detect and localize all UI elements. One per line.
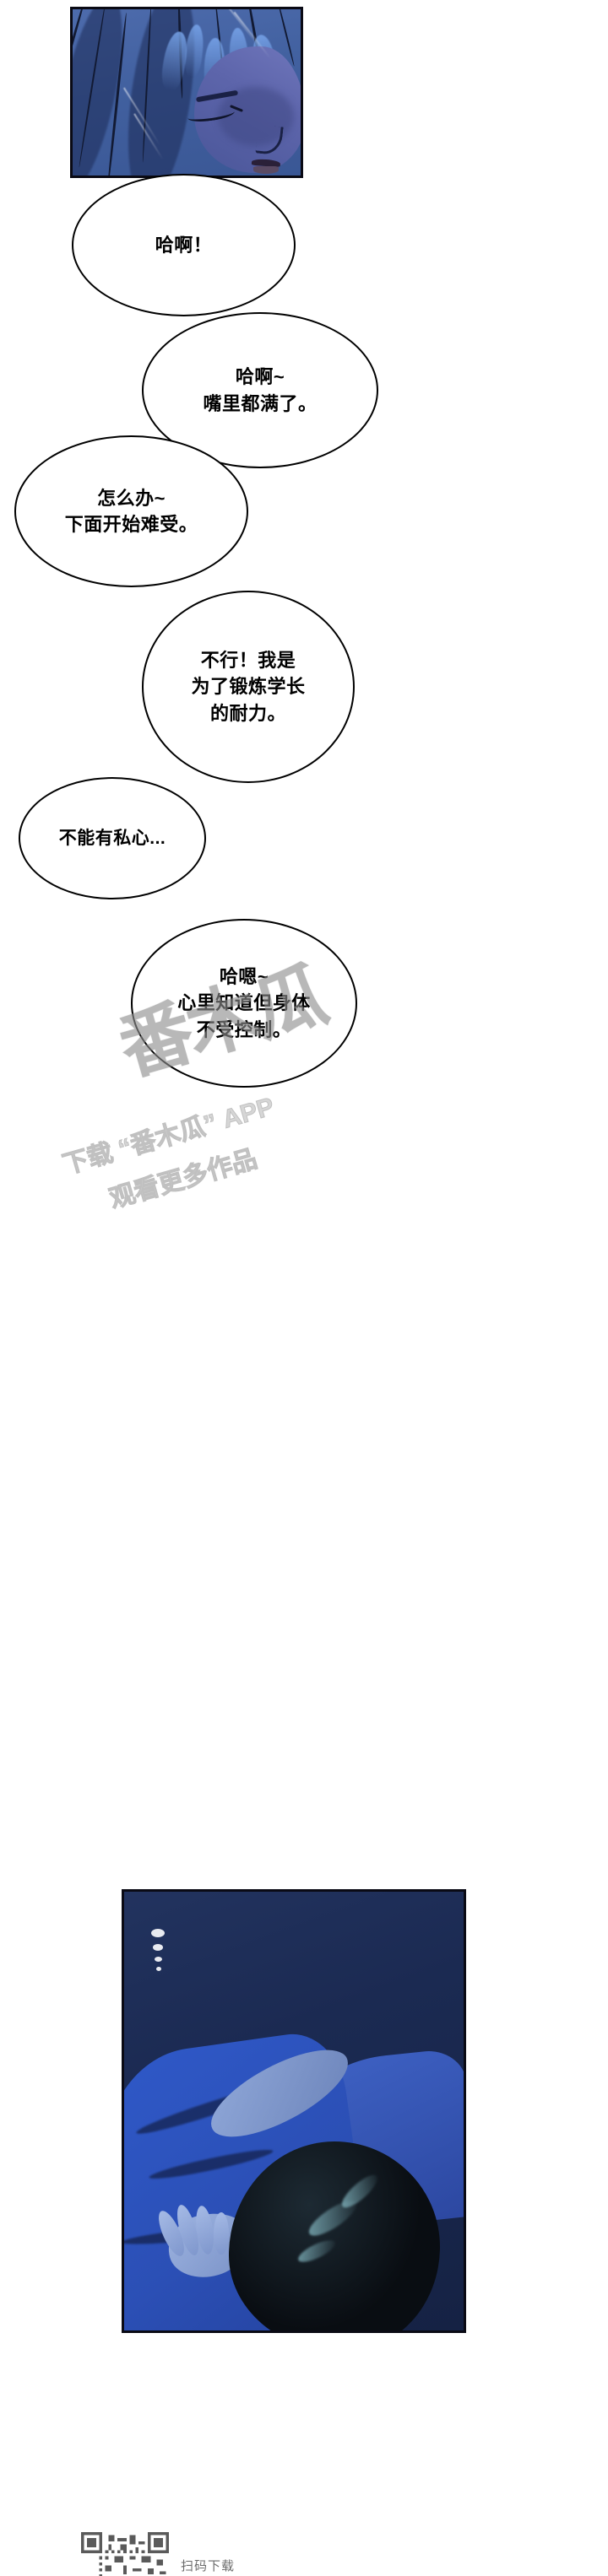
thought-dot [155, 1957, 162, 1962]
dark-haired-head [229, 2141, 440, 2330]
footer-qr-strip: 扫码下载 [0, 2515, 608, 2576]
thought-dot [151, 1929, 165, 1937]
speech-bubble-6: 哈嗯~ 心里知道但身体 不受控制。 [131, 919, 357, 1088]
speech-bubble-1: 哈啊！ [72, 174, 296, 316]
bubble-text: 哈啊！ [155, 234, 213, 256]
bubble-text: 怎么办~ 下面开始难受。 [64, 487, 198, 535]
comic-panel-top [70, 7, 303, 178]
finger [214, 2212, 229, 2255]
face-shape [194, 46, 301, 173]
thought-dot [156, 1967, 161, 1971]
lower-lip [253, 166, 279, 174]
bubble-text: 哈嗯~ 心里知道但身体 不受控制。 [177, 966, 311, 1040]
watermark-line-2: 观看更多作品 [106, 1144, 261, 1214]
bubble-text: 不行！我是 为了锻炼学长 的耐力。 [191, 650, 306, 724]
comic-panel-bottom [122, 1889, 466, 2333]
bubble-text: 不能有私心... [58, 828, 166, 848]
qr-caption: 扫码下载 [181, 2559, 236, 2573]
cheek-shading [218, 87, 294, 146]
bubble-text: 哈啊~ 嘴里都满了。 [203, 366, 318, 414]
watermark-line-1: 下载 “番木瓜” APP [59, 1093, 278, 1180]
speech-bubble-4: 不行！我是 为了锻炼学长 的耐力。 [142, 591, 355, 783]
qr-code[interactable] [81, 2532, 169, 2576]
thought-dot [153, 1944, 163, 1951]
speech-bubble-3: 怎么办~ 下面开始难受。 [14, 435, 248, 587]
speech-bubble-5: 不能有私心... [19, 777, 206, 899]
